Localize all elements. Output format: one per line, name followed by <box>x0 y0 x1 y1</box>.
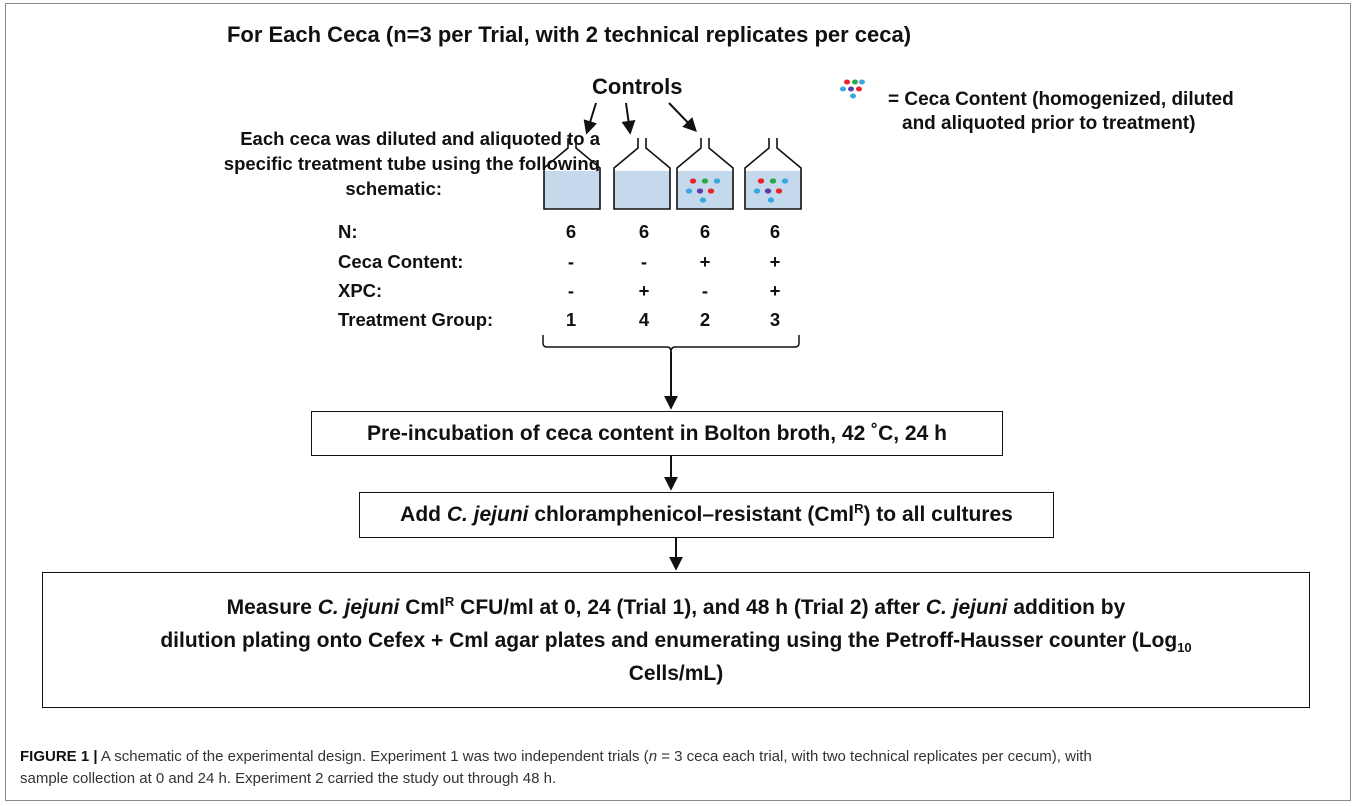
group-bracket <box>542 335 800 353</box>
step2-species: C. jejuni <box>446 503 529 526</box>
cell-ceca-3: + <box>699 251 711 272</box>
ceca-content-dot <box>707 188 715 194</box>
step3-line-3: Cells/mL) <box>628 661 724 685</box>
step3-h: dilution plating onto Cefex + Cml agar p… <box>160 628 1178 652</box>
ceca-content-dot <box>767 197 775 203</box>
figure-frame <box>5 3 1351 801</box>
cell-ceca-1: - <box>567 251 575 272</box>
controls-arrow-3 <box>668 102 697 133</box>
cell-xpc-3: - <box>701 280 709 301</box>
step2-sup: R <box>854 501 864 516</box>
step-add-cjejuni-text: Add C. jejuni chloramphenicol–resistant … <box>400 501 1013 527</box>
cell-xpc-2: + <box>638 280 650 301</box>
tube-liquid-1 <box>544 171 600 209</box>
row-label-treatment-group: Treatment Group: <box>338 309 494 330</box>
ceca-content-dot <box>781 178 789 184</box>
cell-n-4: 6 <box>769 221 781 242</box>
tube-1 <box>543 138 601 210</box>
ceca-content-dot <box>753 188 761 194</box>
cell-group-3: 2 <box>699 309 711 330</box>
tube-2 <box>613 138 671 210</box>
cell-n-2: 6 <box>638 221 650 242</box>
tube-outline-3 <box>676 138 734 210</box>
tube-4 <box>744 138 802 210</box>
step3-line-1: Measure C. jejuni CmlR CFU/ml at 0, 24 (… <box>227 591 1126 624</box>
row-label-n: N: <box>338 221 358 242</box>
ceca-content-dot <box>701 178 709 184</box>
cell-group-2: 4 <box>638 309 650 330</box>
figure-title: For Each Ceca (n=3 per Trial, with 2 tec… <box>226 22 912 47</box>
controls-arrow-1 <box>583 102 598 135</box>
step3-e: CFU/ml at 0, 24 (Trial 1), and 48 h (Tri… <box>454 595 926 619</box>
step3-d: R <box>444 593 455 609</box>
step-measure-box: Measure C. jejuni CmlR CFU/ml at 0, 24 (… <box>42 572 1310 708</box>
description-text: Each ceca was diluted and aliquoted to a… <box>40 126 600 201</box>
ceca-content-dot <box>689 178 697 184</box>
cell-xpc-1: - <box>567 280 575 301</box>
tubes <box>543 138 802 210</box>
tube-outline-1 <box>543 138 601 210</box>
step-add-cjejuni-box: Add C. jejuni chloramphenicol–resistant … <box>359 492 1054 538</box>
cell-group-1: 1 <box>565 309 577 330</box>
step3-a: Measure <box>226 595 318 619</box>
tube-liquid-2 <box>614 171 670 209</box>
legend-line-1: = Ceca Content (homogenized, diluted <box>888 89 1234 110</box>
step3-b: C. jejuni <box>317 595 400 619</box>
step3-g: addition by <box>1007 595 1126 619</box>
caption-text-3: sample collection at 0 and 24 h. Experim… <box>20 770 557 787</box>
ceca-content-dot <box>696 188 704 194</box>
step2-pre: Add <box>400 503 447 526</box>
tube-liquid-3 <box>677 171 733 209</box>
controls-arrow-2 <box>621 102 636 135</box>
caption-text-2: = 3 ceca each trial, with two technical … <box>657 748 1092 765</box>
ceca-content-dot <box>699 197 707 203</box>
cell-xpc-4: + <box>769 280 781 301</box>
controls-label: Controls <box>592 74 683 99</box>
tube-outline-2 <box>613 138 671 210</box>
ceca-content-dot <box>713 178 721 184</box>
description-line-3: schematic: <box>345 178 442 199</box>
row-label-xpc: XPC: <box>338 280 383 301</box>
ceca-content-legend-icon <box>840 79 865 99</box>
ceca-content-dot <box>769 178 777 184</box>
step3-f: C. jejuni <box>925 595 1008 619</box>
step-preincubation-box: Pre-incubation of ceca content in Bolton… <box>311 411 1003 456</box>
legend-text: = Ceca Content (homogenized, diluted and… <box>888 88 1234 136</box>
step3-c: Cml <box>399 595 445 619</box>
cell-n-1: 6 <box>565 221 577 242</box>
cell-ceca-4: + <box>769 251 781 272</box>
tube-outline-4 <box>744 138 802 210</box>
tube-liquid-4 <box>745 171 801 209</box>
legend-line-2: and aliquoted prior to treatment) <box>902 113 1196 134</box>
ceca-content-dot <box>775 188 783 194</box>
cell-ceca-2: - <box>640 251 648 272</box>
ceca-content-dot <box>685 188 693 194</box>
row-label-ceca-content: Ceca Content: <box>338 251 464 272</box>
figure-caption: FIGURE 1 | A schematic of the experiment… <box>20 746 1340 790</box>
caption-figure-label: FIGURE 1 | <box>20 748 98 765</box>
description-line-2: specific treatment tube using the follow… <box>223 153 600 174</box>
ceca-content-dot <box>757 178 765 184</box>
caption-n: n <box>648 748 658 765</box>
cell-n-3: 6 <box>699 221 711 242</box>
cell-group-4: 3 <box>769 309 781 330</box>
step3-line-2: dilution plating onto Cefex + Cml agar p… <box>160 624 1191 657</box>
caption-text-1: A schematic of the experimental design. … <box>97 748 649 765</box>
tube-3 <box>676 138 734 210</box>
description-line-1: Each ceca was diluted and aliquoted to a <box>240 128 600 149</box>
step3-i: 10 <box>1177 639 1192 655</box>
ceca-content-dot <box>764 188 772 194</box>
step2-mid: chloramphenicol–resistant (Cml <box>528 503 855 526</box>
step-preincubation-text: Pre-incubation of ceca content in Bolton… <box>367 421 947 445</box>
step2-post: ) to all cultures <box>863 503 1013 526</box>
